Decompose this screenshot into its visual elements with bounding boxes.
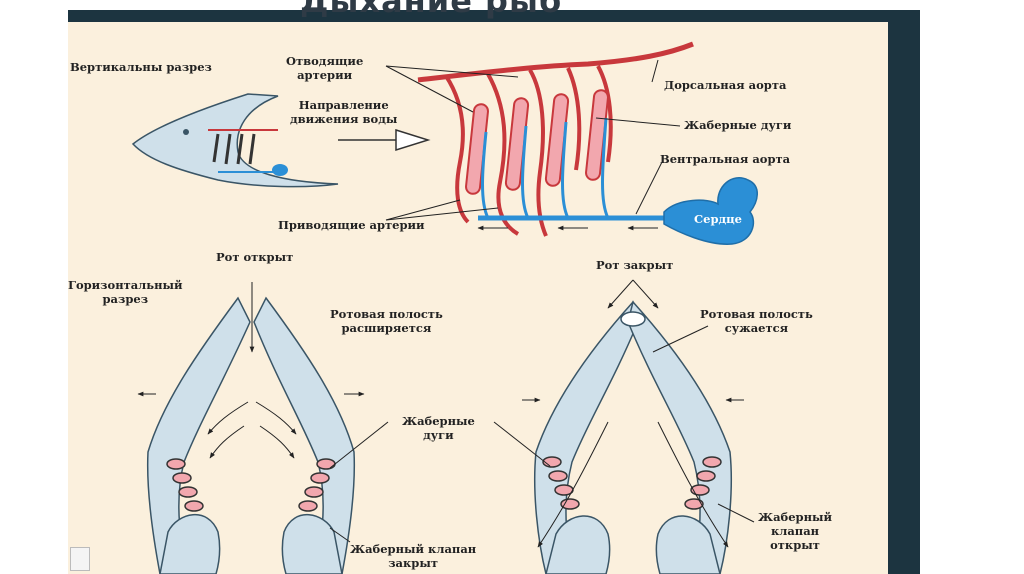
label-cavity-expands: Ротовая полость расширяется (330, 307, 443, 335)
heart (663, 177, 758, 245)
closed-mouth-section (493, 279, 755, 574)
fish-respiration-diagram (131, 41, 758, 574)
dorsal-aorta (417, 41, 694, 83)
label-valve-closed: Жаберный клапан закрыт (350, 542, 477, 570)
fish-head-illustration (131, 93, 339, 188)
label-ventral-aorta: Вентральная аорта (660, 152, 791, 166)
label-mouth-open: Рот открыт (216, 250, 294, 264)
label-water-direction: Направление движения воды (290, 98, 398, 126)
label-gill-arches-bottom: Жаберные дуги (402, 414, 475, 442)
diagram-area: Вертикальны разрез Отводящие артерии Нап… (68, 22, 888, 574)
label-cavity-narrows: Ротовая полость сужается (700, 307, 813, 335)
open-mouth-section (137, 282, 389, 574)
label-mouth-closed: Рот закрыт (596, 258, 674, 272)
label-efferent-arteries: Отводящие артерии (286, 54, 364, 82)
top-pointer-lines (385, 59, 681, 221)
slide-title: Дыхание рыб (300, 0, 563, 20)
label-gill-arches-top: Жаберные дуги (684, 118, 792, 132)
label-dorsal-aorta: Дорсальная аорта (664, 78, 787, 92)
water-direction-arrow (338, 128, 431, 152)
document-icon (70, 547, 90, 571)
label-afferent-arteries: Приводящие артерии (278, 218, 425, 232)
label-vertical-section: Вертикальны разрез (70, 60, 212, 74)
gill-circulation (417, 41, 758, 245)
label-horizontal-section: Горизонтальный разрез (68, 278, 183, 306)
label-heart: Сердце (694, 212, 742, 226)
label-valve-open: Жаберный клапан открыт (758, 510, 833, 552)
